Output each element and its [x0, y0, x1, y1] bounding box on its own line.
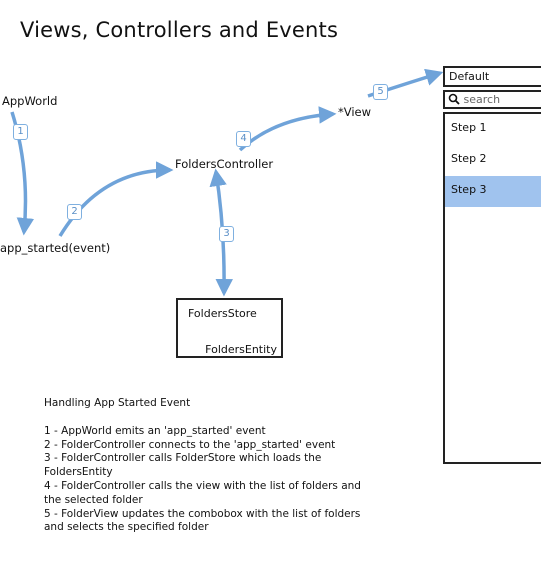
note-line: and selects the specified folder: [44, 521, 209, 534]
notes-block: Handling App Started Event 1 - AppWorld …: [44, 397, 361, 535]
folder-combobox[interactable]: Default: [443, 66, 541, 87]
node-app-world: AppWorld: [2, 94, 58, 108]
folders-store-label: FoldersStore: [188, 307, 257, 320]
note-line: 5 - FolderView updates the combobox with…: [44, 507, 361, 520]
node-folders-controller: FoldersController: [175, 157, 274, 171]
search-placeholder: search: [463, 93, 501, 106]
step-badge-4: 4: [236, 131, 251, 147]
folders-entity-label: FoldersEntity: [205, 343, 277, 356]
list-item[interactable]: Step 2: [451, 152, 487, 165]
diagram-title: Views, Controllers and Events: [20, 18, 339, 42]
note-line: 1 - AppWorld emits an 'app_started' even…: [44, 424, 266, 437]
note-line: 2 - FolderController connects to the 'ap…: [44, 438, 336, 451]
step-badge-2: 2: [67, 204, 82, 220]
node-view: *View: [338, 105, 372, 119]
note-line: 3 - FolderController calls FolderStore w…: [44, 452, 322, 465]
step-badge-1: 1: [13, 124, 28, 140]
note-line: 4 - FolderController calls the view with…: [44, 479, 361, 492]
list-item[interactable]: Step 1: [451, 121, 487, 134]
step-badge-3: 3: [219, 226, 234, 242]
folder-view-mockup: Default search Step 1 Step 2 Step 3: [443, 66, 541, 464]
arrow-2: [58, 161, 174, 237]
folders-store-box: FoldersStore FoldersEntity: [176, 298, 283, 358]
list-item-selected[interactable]: Step 3: [445, 176, 541, 207]
arrow-4: [238, 106, 337, 152]
notes-heading: Handling App Started Event: [44, 397, 191, 409]
note-line: the selected folder: [44, 493, 143, 506]
search-input[interactable]: search: [443, 90, 541, 109]
node-app-started: app_started(event): [0, 241, 111, 255]
search-icon: [448, 93, 460, 105]
step-badge-5: 5: [373, 84, 388, 100]
note-line: FoldersEntity: [44, 466, 113, 479]
folder-list: Step 1 Step 2 Step 3: [443, 112, 541, 464]
